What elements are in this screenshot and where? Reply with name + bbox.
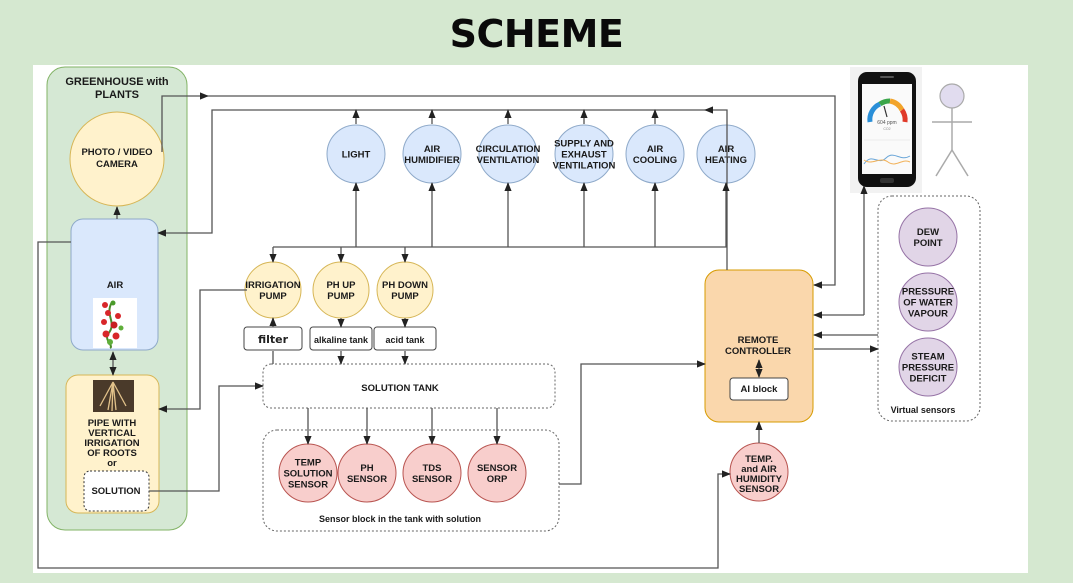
virtual-sensor-node-1-label: PRESSURE: [902, 287, 954, 298]
actuator-node-supply-and-exhaust-ventilation-label: EXHAUST: [561, 150, 607, 161]
actuator-node-air-heating-label: AIR: [718, 144, 735, 155]
actuator-node-circulation-ventilation-label: CIRCULATION: [476, 144, 541, 155]
pump-node-2-label: PUMP: [391, 291, 419, 302]
ai-block-label: AI block: [741, 384, 779, 395]
solution-tank-node[interactable]: SOLUTION TANK: [262, 363, 556, 409]
solution-label: SOLUTION: [91, 486, 140, 497]
connection-lines: [37, 92, 879, 569]
solution-sensor-node-0-label: SOLUTION: [283, 469, 332, 480]
controller-label-2: CONTROLLER: [725, 346, 791, 357]
pipe-label-4: OF ROOTS: [87, 448, 137, 459]
solution-sensor-node-3-label: ORP: [487, 474, 508, 485]
actuator-node-air-cooling-label: AIR: [647, 144, 664, 155]
actuator-node-air-humidifier-label: AIR: [424, 144, 441, 155]
actuator-node-circulation-ventilation-label: VENTILATION: [477, 155, 540, 166]
sensor-block-label: Sensor block in the tank with solution: [319, 514, 481, 524]
pipe-label-5: or: [107, 458, 117, 469]
air-sensor-label-4: SENSOR: [739, 484, 779, 495]
gauge-sub: CO2: [883, 127, 890, 131]
actuator-node-air-cooling-label: COOLING: [633, 155, 677, 166]
pipe-label: PIPE WITH: [88, 418, 137, 429]
solution-sensor-node-0-label: TEMP: [295, 458, 322, 469]
air-sensor-label-2: and AIR: [741, 464, 777, 475]
air-sensor-label-3: HUMIDITY: [736, 474, 783, 485]
pipe-label-3: IRRIGATION: [84, 438, 139, 449]
virtual-sensors-label: Virtual sensors: [891, 405, 956, 415]
solution-sensor-node-1-label: SENSOR: [347, 474, 387, 485]
virtual-sensor-node-0-label: POINT: [913, 238, 942, 249]
strawberry-plant-image: [93, 298, 137, 349]
pump-node-1-label: PUMP: [327, 291, 355, 302]
camera-node[interactable]: PHOTO / VIDEO CAMERA: [69, 111, 165, 207]
solution-sensor-node-1-label: PH: [360, 463, 373, 474]
tank-box-1[interactable]: alkaline tank: [309, 326, 373, 351]
greenhouse-label-2: PLANTS: [95, 89, 139, 101]
ai-block-node[interactable]: AI block: [729, 377, 789, 401]
air-sensor-label: TEMP.: [745, 454, 773, 465]
solution-sensor-node-0-label: SENSOR: [288, 480, 328, 491]
tank-box-label: filter: [258, 333, 289, 346]
virtual-sensor-node-1-label: OF WATER: [903, 298, 953, 309]
actuator-node-supply-and-exhaust-ventilation-label: SUPPLY AND: [554, 139, 614, 150]
pump-node-1-label: PH UP: [326, 280, 356, 291]
solution-node[interactable]: SOLUTION: [83, 470, 150, 512]
camera-label-2: CAMERA: [96, 159, 138, 170]
pump-node-0-label: PUMP: [259, 291, 287, 302]
air-humidity-sensor-node[interactable]: TEMP. and AIR HUMIDITY SENSOR: [729, 442, 789, 502]
page-title: SCHEME: [449, 12, 624, 56]
pump-node-2-label: PH DOWN: [382, 280, 428, 291]
actuator-node-air-heating-label: HEATING: [705, 155, 747, 166]
virtual-sensor-node-2-label: PRESSURE: [902, 363, 954, 374]
gauge-value: 604 ppm: [877, 120, 896, 126]
actuator-node-light[interactable]: LIGHT: [326, 124, 386, 184]
actuator-node-light-label: LIGHT: [342, 150, 371, 161]
virtual-sensor-node-2-label: DEFICIT: [910, 374, 947, 385]
solution-sensor-node-2-label: SENSOR: [412, 474, 452, 485]
virtual-sensor-node-2-label: STEAM: [911, 352, 944, 363]
camera-label: PHOTO / VIDEO: [81, 147, 152, 158]
tank-box-0[interactable]: filter: [243, 326, 303, 351]
actuator-node-supply-and-exhaust-ventilation-label: VENTILATION: [553, 161, 616, 172]
tank-box-label: alkaline tank: [314, 335, 369, 345]
solution-sensor-node-3-label: SENSOR: [477, 463, 517, 474]
roots-image: [93, 380, 134, 412]
air-label: AIR: [107, 280, 124, 291]
pump-node-0-label: IRRIGATION: [245, 280, 300, 291]
user-stick-figure: [932, 83, 972, 177]
solution-tank-label: SOLUTION TANK: [361, 383, 439, 394]
actuator-node-air-humidifier-label: HUMIDIFIER: [404, 155, 460, 166]
virtual-sensor-node-1-label: VAPOUR: [908, 309, 948, 320]
tank-box-label: acid tank: [385, 335, 425, 345]
air-node[interactable]: AIR: [70, 218, 159, 351]
tank-box-2[interactable]: acid tank: [373, 326, 437, 351]
smartphone-app[interactable]: 604 ppm CO2: [850, 67, 922, 193]
pipe-label-2: VERTICAL: [88, 428, 136, 439]
greenhouse-label: GREENHOUSE with: [65, 76, 169, 88]
virtual-sensor-node-0-label: DEW: [917, 227, 939, 238]
controller-label: REMOTE: [738, 335, 779, 346]
solution-sensor-node-2-label: TDS: [423, 463, 442, 474]
